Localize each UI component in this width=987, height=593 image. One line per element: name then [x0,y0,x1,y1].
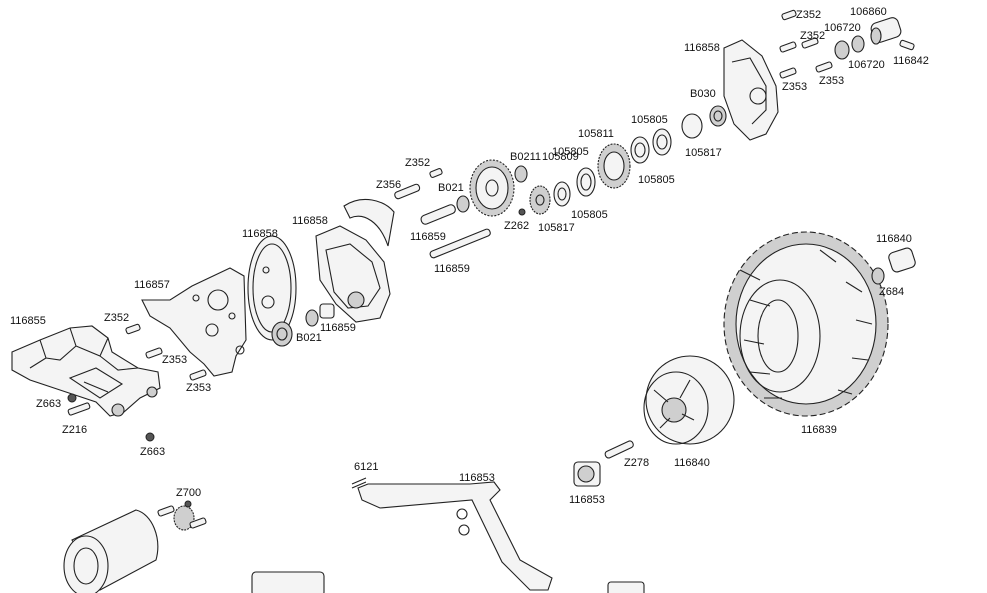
label-6121: 6121 [354,461,379,473]
label-116840-b: 116840 [674,457,710,469]
label-116855: 116855 [10,315,46,327]
spur-gear-drawing [469,159,551,217]
label-105805-d: 105805 [552,146,589,158]
label-z216: Z216 [62,424,88,436]
label-116859-a: 116859 [410,231,446,243]
label-116853-b: 116853 [459,472,495,484]
tire-drawing [723,231,889,417]
label-106720-b: 106720 [848,59,885,71]
label-116853-a: 116853 [569,494,605,506]
label-z352-left: Z352 [104,312,130,324]
label-116858-housing: 116858 [292,215,328,227]
label-z352-top: Z352 [796,9,822,21]
motor-drawing [63,500,645,593]
label-106720-a: 106720 [824,22,861,34]
label-b0211: B0211 [510,151,541,163]
label-z663-a: Z663 [36,398,62,410]
label-105811: 105811 [578,128,614,140]
hub-nut-drawing [871,247,916,285]
gear-cover-left-drawing [247,235,297,347]
label-105809: 105809 [542,151,579,163]
label-z663-b: Z663 [140,446,166,458]
label-116859-c: 116859 [320,322,356,334]
label-b021-a: B021 [296,332,322,344]
upper-housing-drawing [723,9,915,141]
chassis-mount-drawing [11,325,161,417]
label-116858-left: 116858 [242,228,278,240]
label-z353-d: Z353 [819,75,845,87]
motor-plate-drawing [141,267,247,377]
label-116857: 116857 [134,279,170,291]
label-z352-middle: Z352 [405,157,431,169]
label-105817-b: 105817 [685,147,722,159]
label-105805-a: 105805 [571,209,608,221]
label-105817-a: 105817 [538,222,575,234]
wheel-rim-drawing [643,355,735,445]
label-116859-b: 116859 [434,263,470,275]
label-z353-c: Z353 [782,81,808,93]
label-116840-a: 116840 [876,233,912,245]
label-z352-upper: Z352 [800,30,826,42]
label-z278: Z278 [624,457,650,469]
label-106860: 106860 [850,6,887,18]
label-b021-b: B021 [438,182,464,194]
label-116858-upper: 116858 [684,42,720,54]
label-116842: 116842 [893,55,929,67]
suspension-arm-drawing [351,477,553,591]
label-105805-c: 105805 [631,114,668,126]
label-z356: Z356 [376,179,402,191]
label-z353-b: Z353 [186,382,212,394]
label-z262: Z262 [504,220,530,232]
gear-housing-drawing [305,198,395,327]
label-z353-a: Z353 [162,354,188,366]
washers-gear-right-drawing [553,105,727,207]
label-z684: Z684 [879,286,905,298]
screws-left-drawing [67,323,207,442]
label-b030: B030 [690,88,716,100]
shafts-middle-drawing [394,168,526,259]
label-105805-b: 105805 [638,174,675,186]
hex-hub-drawing [573,440,634,487]
label-z700: Z700 [176,487,202,499]
label-116839: 116839 [801,424,837,436]
